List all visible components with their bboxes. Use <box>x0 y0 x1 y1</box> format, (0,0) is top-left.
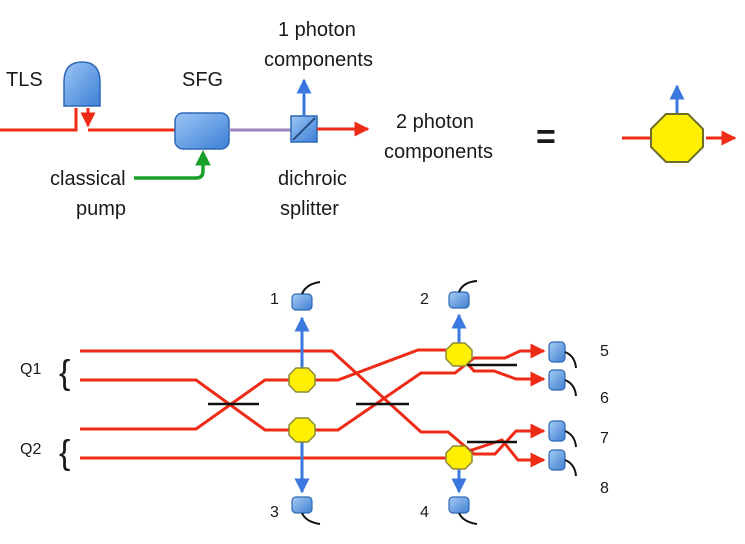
detector-1-fiber <box>301 281 321 295</box>
detector-7-fiber <box>564 430 577 448</box>
sfg-device-icon <box>174 112 230 150</box>
q1-label: Q1 <box>20 361 41 378</box>
detector-6-icon <box>548 369 566 391</box>
two-photon-label-line2: components <box>384 141 493 163</box>
q2-label: Q2 <box>20 441 41 458</box>
nonlinear-element-symbol <box>650 113 704 163</box>
input-photon-path <box>0 108 78 132</box>
detector-8-label: 8 <box>600 480 609 497</box>
pump-label-line2: pump <box>76 198 126 220</box>
detector-2-fiber <box>458 280 478 293</box>
rail-c-path <box>80 348 546 431</box>
equals-sign: = <box>536 118 556 156</box>
one-photon-label-line2: components <box>264 49 373 71</box>
rail-d-path <box>80 438 546 468</box>
detector-8-icon <box>548 449 566 471</box>
detector-7-label: 7 <box>600 430 609 447</box>
pump-label-line1: classical <box>50 168 126 190</box>
detector-4-fiber <box>458 512 478 525</box>
tls-label: TLS <box>6 69 43 91</box>
detector-3-label: 3 <box>270 504 279 521</box>
detector-3-icon <box>291 496 313 514</box>
sfg-label: SFG <box>182 69 223 91</box>
two-photon-label-line1: 2 photon <box>396 111 474 133</box>
detector-3-fiber <box>301 512 321 525</box>
q1-brace: { <box>59 354 70 392</box>
nonlinear-element-q1 <box>288 367 316 393</box>
detector-5-fiber <box>564 351 577 369</box>
detector-4-label: 4 <box>420 504 429 521</box>
detector-2-icon <box>448 291 470 309</box>
detector-1-label: 1 <box>270 291 279 308</box>
detector-2-label: 2 <box>420 291 429 308</box>
rail-a-path <box>80 349 546 456</box>
splitter-label-line2: splitter <box>280 198 339 220</box>
one-photon-label-line1: 1 photon <box>278 19 356 41</box>
classical-pump-arrow <box>134 149 211 180</box>
q2-brace: { <box>59 434 70 472</box>
detector-1-icon <box>291 293 313 311</box>
splitter-label-line1: dichroic <box>278 168 347 190</box>
nonlinear-element-upper <box>445 342 473 367</box>
single-photon-source-schematic: TLS SFG 1 photon components 2 photon com… <box>0 19 737 220</box>
two-qubit-gate-circuit: Q1 Q2 { { <box>20 280 609 525</box>
detector-5-icon <box>548 341 566 363</box>
rail-b-path <box>80 343 546 432</box>
tls-device-icon <box>63 61 101 107</box>
splitter-diagonal <box>292 117 316 141</box>
detector-7-icon <box>548 420 566 442</box>
nonlinear-element-lower <box>445 445 473 470</box>
detector-4-icon <box>448 496 470 514</box>
detector-8-fiber <box>564 459 577 477</box>
detector-6-label: 6 <box>600 390 609 407</box>
detector-6-fiber <box>564 379 577 397</box>
detector-5-label: 5 <box>600 343 609 360</box>
nonlinear-element-q2 <box>288 417 316 443</box>
